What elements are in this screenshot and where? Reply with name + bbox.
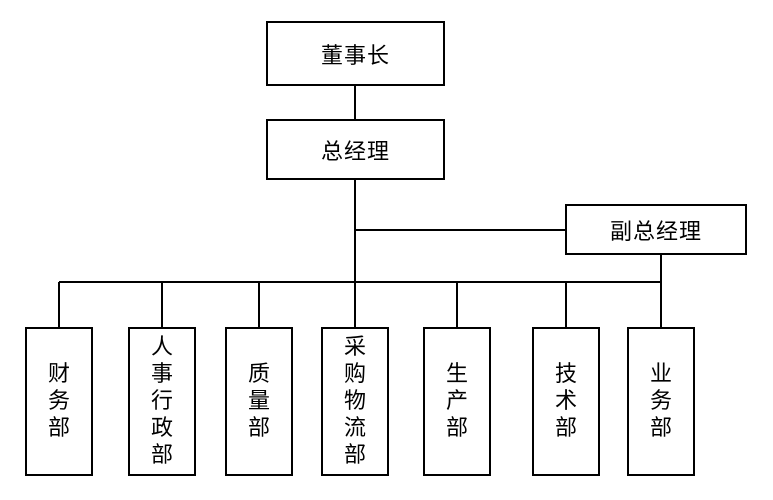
department-box-hr-admin: 人事行政部 — [128, 327, 196, 476]
department-box-quality: 质量部 — [225, 327, 293, 476]
chairman-label: 董事长 — [320, 43, 390, 69]
department-label: 质量部 — [247, 362, 270, 441]
deputy-general-manager-box: 副总经理 — [565, 204, 747, 255]
general-manager-box: 总经理 — [266, 119, 445, 180]
general-manager-label: 总经理 — [320, 139, 390, 165]
department-label: 人事行政部 — [150, 335, 173, 468]
department-box-finance: 财务部 — [25, 327, 93, 476]
department-label: 业务部 — [649, 362, 672, 441]
department-box-purchasing-logistics: 采购物流部 — [321, 327, 389, 476]
department-label: 生产部 — [445, 362, 468, 441]
deputy-general-manager-label: 副总经理 — [609, 219, 702, 245]
department-label: 技术部 — [554, 362, 577, 441]
chairman-box: 董事长 — [266, 21, 445, 86]
department-box-production: 生产部 — [423, 327, 491, 476]
department-box-technology: 技术部 — [532, 327, 600, 476]
department-box-business: 业务部 — [627, 327, 695, 476]
department-label: 财务部 — [47, 362, 70, 441]
department-label: 采购物流部 — [343, 335, 366, 468]
